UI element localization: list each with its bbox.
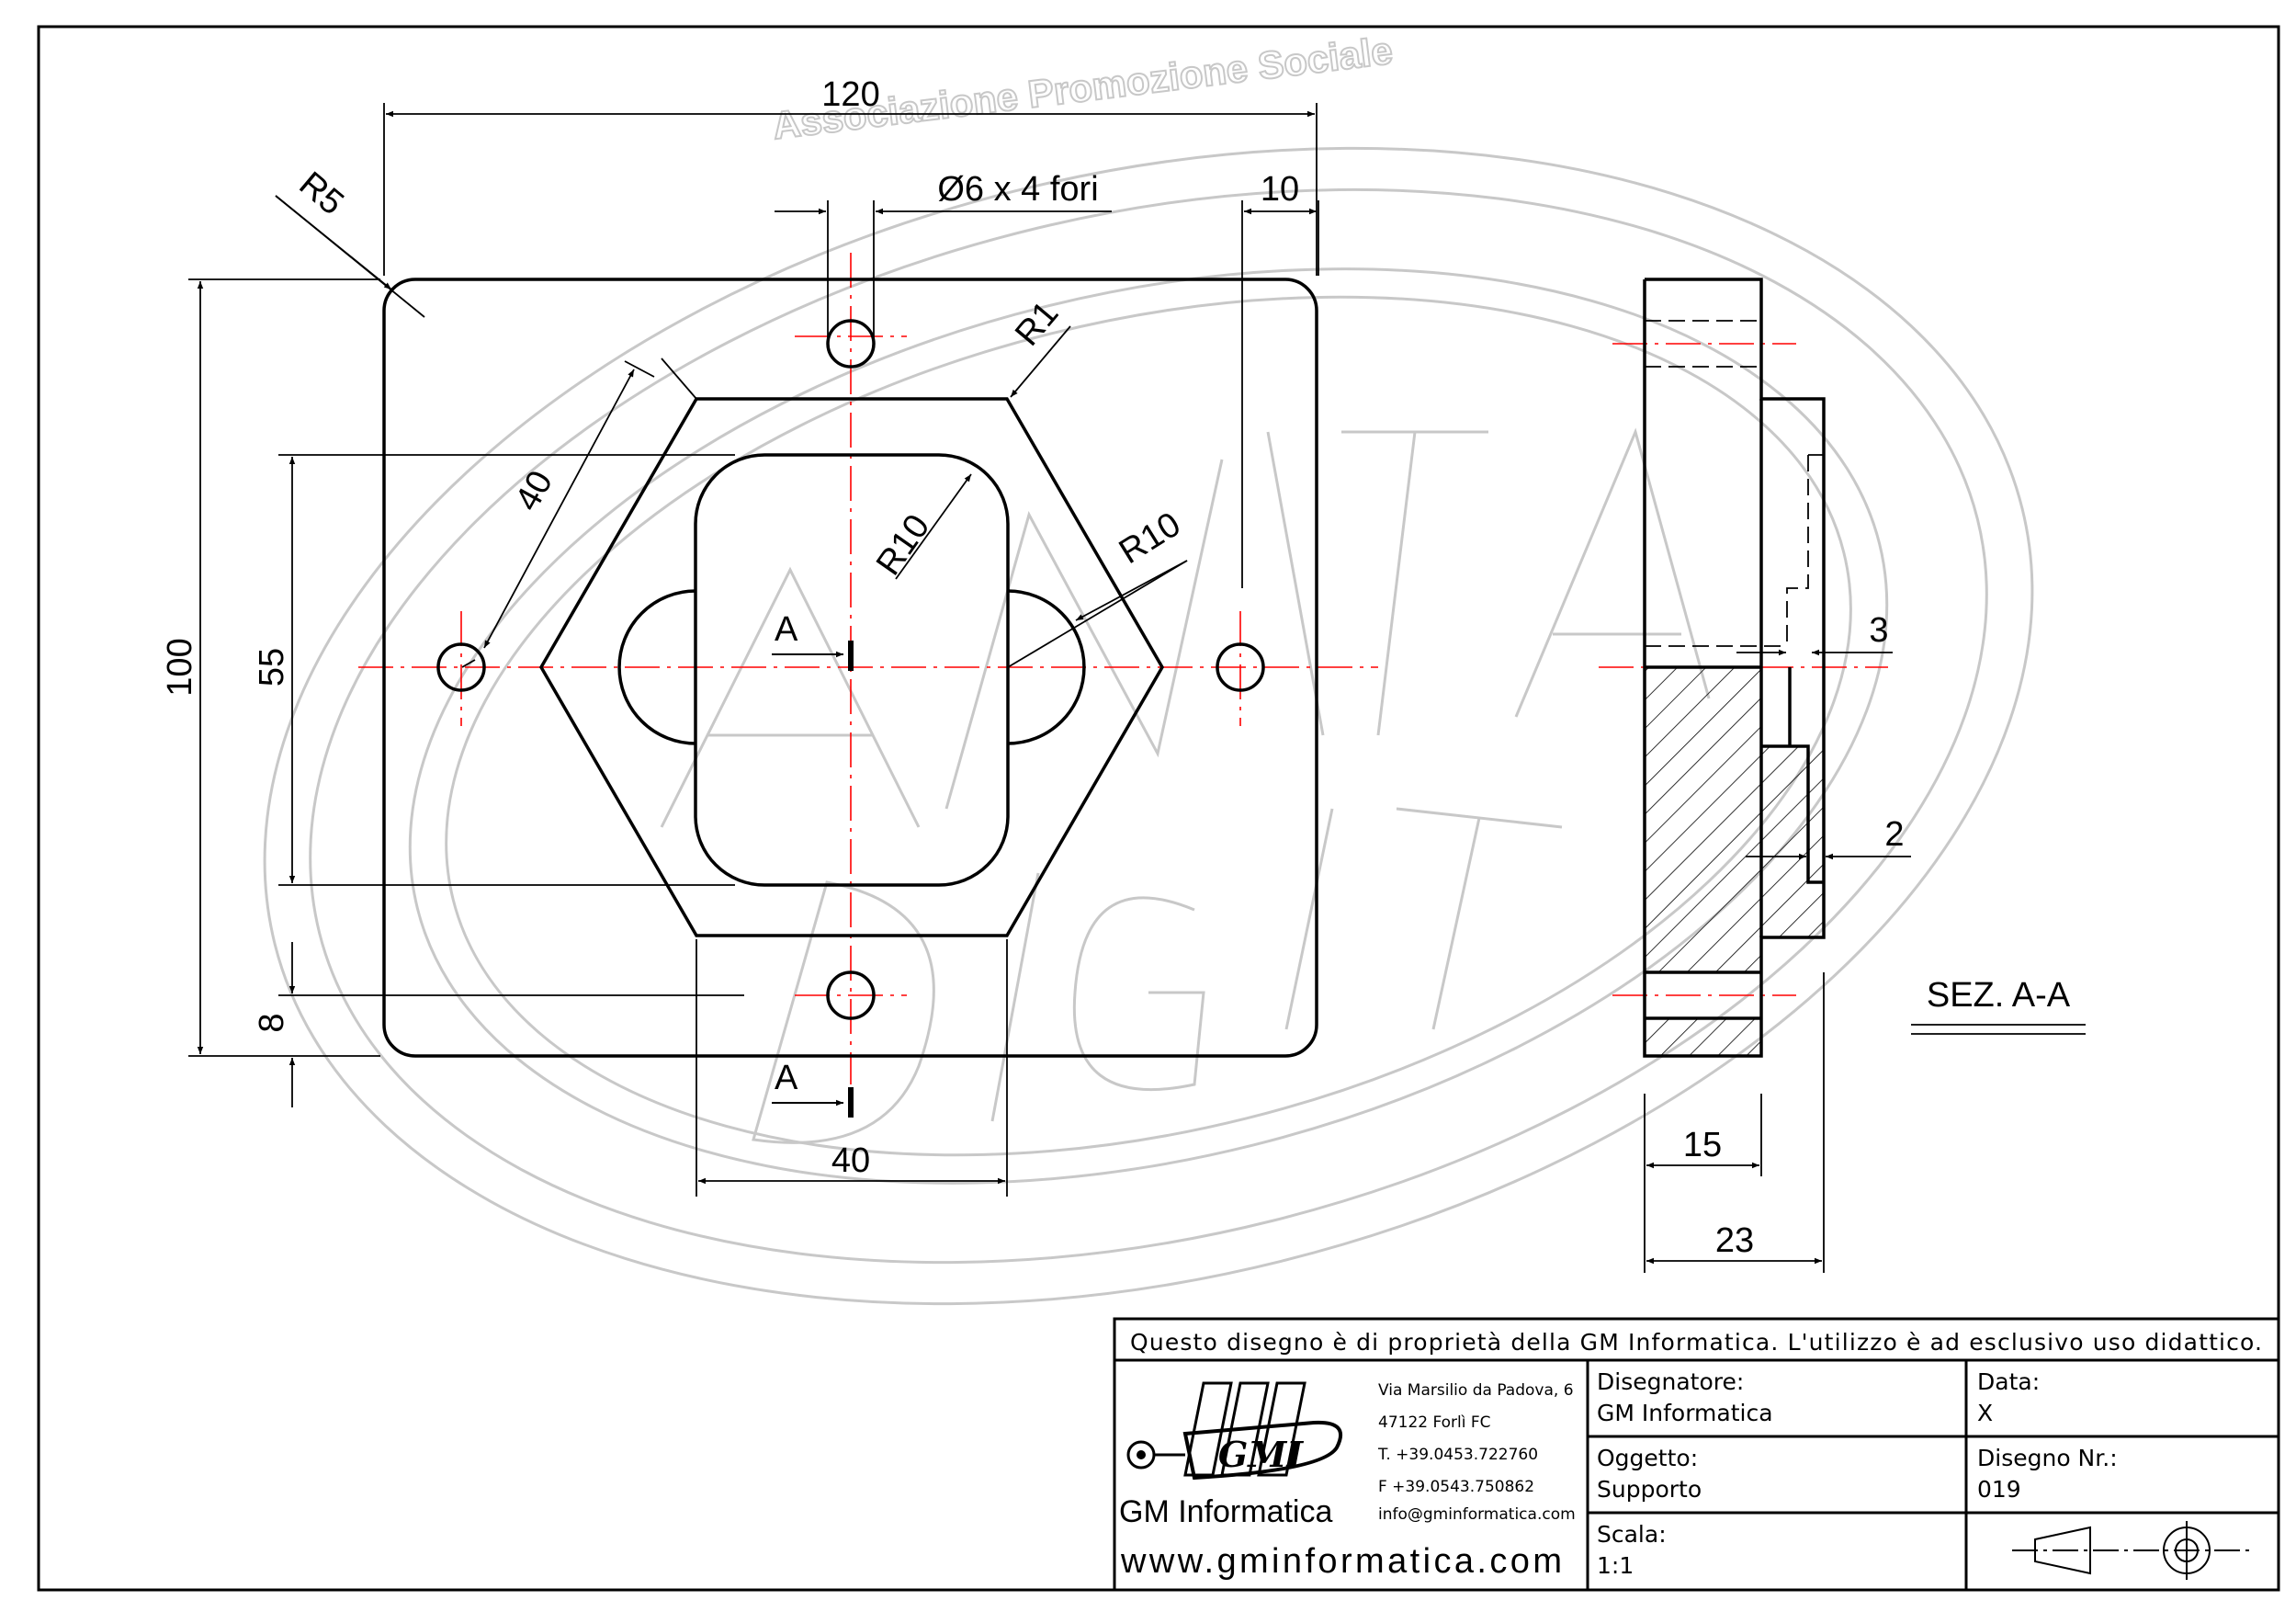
dim-edge-10: 10: [1261, 170, 1299, 209]
object-label: Oggetto:: [1597, 1445, 1698, 1471]
dim-height-100: 100: [161, 638, 199, 696]
hole-bottom: [826, 970, 876, 1020]
designer-label: Disegnatore:: [1597, 1368, 1744, 1395]
address-line-2: 47122 Forlì FC: [1378, 1413, 1491, 1432]
address-line-3: T. +39.0453.722760: [1377, 1446, 1538, 1464]
dim-height-55: 55: [253, 648, 291, 687]
date-value: X: [1977, 1400, 1993, 1426]
dim-diag-40: 40: [508, 465, 560, 517]
watermark: [263, 146, 2034, 1306]
left-lobe: [617, 589, 696, 745]
dim-corner-r5: R5: [292, 165, 351, 222]
dim-width-120: 120: [821, 75, 879, 114]
section-mark-bottom: A: [775, 1059, 798, 1097]
dim-radius-r10-b: R10: [1113, 505, 1187, 573]
dimension-lines-section: [1644, 649, 2086, 1273]
company-name: GM Informatica: [1119, 1494, 1332, 1529]
company-website[interactable]: www.gminformatica.com: [1120, 1542, 1562, 1581]
hole-right: [1216, 642, 1265, 692]
hole-top: [826, 319, 876, 369]
address-line-4: F +39.0543.750862: [1378, 1478, 1534, 1496]
logo-text: GMI: [1218, 1434, 1305, 1475]
drawing-no-label: Disegno Nr.:: [1977, 1445, 2118, 1471]
section-mark-top: A: [775, 610, 798, 649]
dim-hole-diameter: Ø6 x 4 fori: [937, 170, 1098, 209]
drawing-no-value: 019: [1977, 1476, 2021, 1503]
central-slot: [694, 453, 1010, 887]
section-label: SEZ. A-A: [1927, 976, 2071, 1015]
plate-outline: [382, 278, 1318, 1058]
object-value: Supporto: [1597, 1476, 1702, 1503]
scale-value: 1:1: [1597, 1552, 1634, 1579]
dim-bottom-40: 40: [831, 1141, 870, 1180]
right-lobe: [1007, 589, 1086, 745]
dim-offset-8: 8: [253, 1013, 291, 1032]
section-view-outline: [1643, 278, 1826, 1058]
address-line-1: Via Marsilio da Padova, 6: [1378, 1381, 1574, 1400]
scale-label: Scala:: [1597, 1521, 1667, 1548]
hole-left: [436, 642, 486, 692]
company-logo: GMI: [1126, 1381, 1343, 1481]
dim-step-2: 2: [1884, 815, 1904, 854]
centerlines-front: [358, 253, 1378, 1084]
title-block: [1113, 1317, 2280, 1592]
title-block-notice: Questo disegno è di proprietà della GM I…: [1130, 1329, 2262, 1356]
address-line-5[interactable]: info@gminformatica.com: [1378, 1505, 1576, 1524]
dim-radius-r10-a: R10: [869, 508, 937, 583]
hexagon-boss: [538, 397, 1165, 937]
projection-symbol-icon: [2012, 1521, 2251, 1580]
dim-thick-23: 23: [1715, 1221, 1754, 1260]
designer-value: GM Informatica: [1597, 1400, 1773, 1426]
dim-thick-15: 15: [1683, 1126, 1722, 1164]
dim-step-3: 3: [1869, 611, 1888, 650]
date-label: Data:: [1977, 1368, 2040, 1395]
section-hidden-lines: [1645, 320, 1824, 647]
dimension-lines-front: [188, 103, 1319, 1197]
